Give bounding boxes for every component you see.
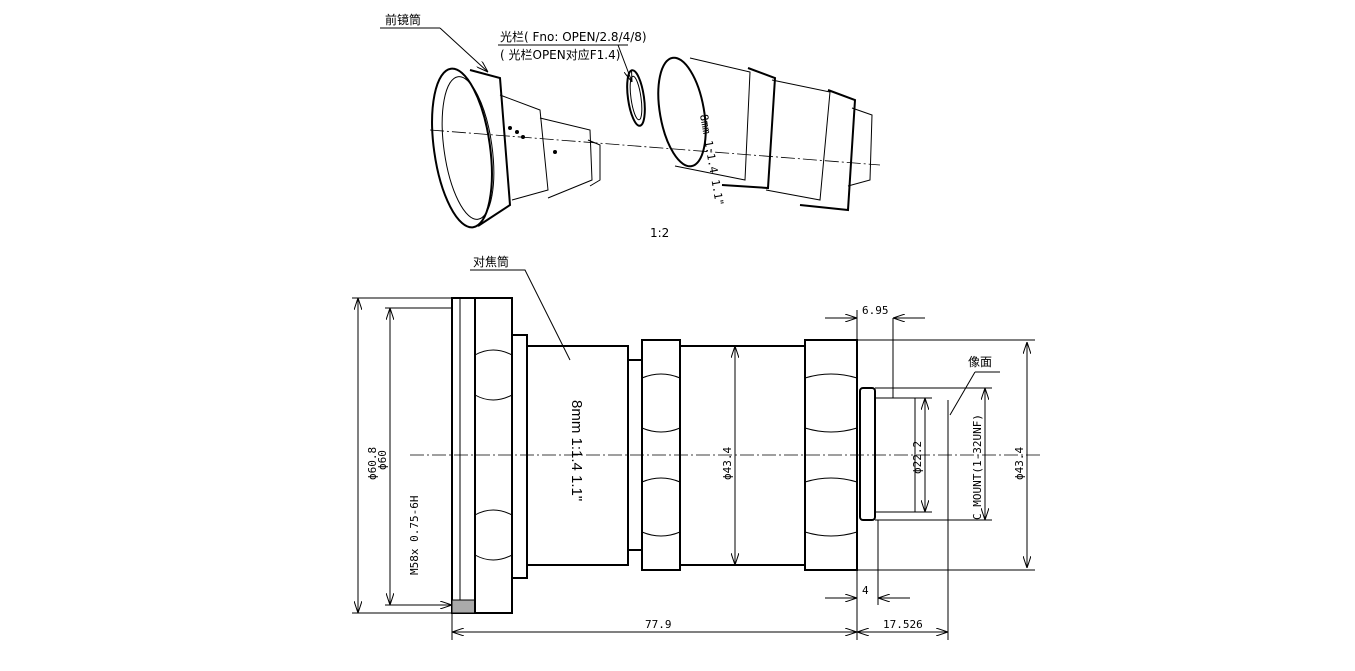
- dim-mount-diameter: ϕ22.2: [911, 441, 924, 474]
- exploded-barrel-engraving: 8mm 1:1.4 1.1": [697, 113, 726, 207]
- dim-overall-length: 77.9: [645, 618, 672, 631]
- rear-barrel-part: 8mm 1:1.4 1.1": [657, 56, 873, 212]
- dim-rear-diameter: ϕ43.4: [1013, 447, 1026, 480]
- dim-mount-step: 4: [862, 584, 869, 597]
- dim-outer-diameter: ϕ60.8: [366, 447, 379, 480]
- dim-mount-depth: 6.95: [862, 304, 889, 317]
- scale-label: 1:2: [650, 226, 669, 240]
- dim-diameter-60: ϕ60: [376, 450, 389, 470]
- aperture-label-line2: ( 光栏OPEN对应F1.4): [500, 47, 620, 62]
- dim-body-diameter: ϕ43.4: [721, 447, 734, 480]
- thread-label: M58x 0.75-6H: [408, 496, 421, 575]
- side-view: 8mm 1:1.4 1.1" 对焦筒 像面 ϕ60.8 ϕ60 M58x 0.7…: [352, 254, 1040, 640]
- aperture-ring-part: [626, 69, 646, 127]
- front-barrel-label: 前镜筒: [385, 12, 421, 27]
- focus-barrel-label: 对焦筒: [473, 254, 509, 269]
- aperture-label-line1: 光栏( Fno: OPEN/2.8/4/8): [500, 29, 647, 44]
- exploded-view: 8mm 1:1.4 1.1" 前镜筒 光栏( Fno: OPEN/2.8/4/8…: [380, 12, 881, 240]
- dim-flange-distance: 17.526: [883, 618, 923, 631]
- lens-marking: 8mm 1:1.4 1.1": [568, 400, 585, 501]
- front-barrel-part: [431, 67, 601, 229]
- mount-label: C MOUNT(1-32UNF): [971, 414, 984, 520]
- image-plane-label: 像面: [968, 355, 992, 369]
